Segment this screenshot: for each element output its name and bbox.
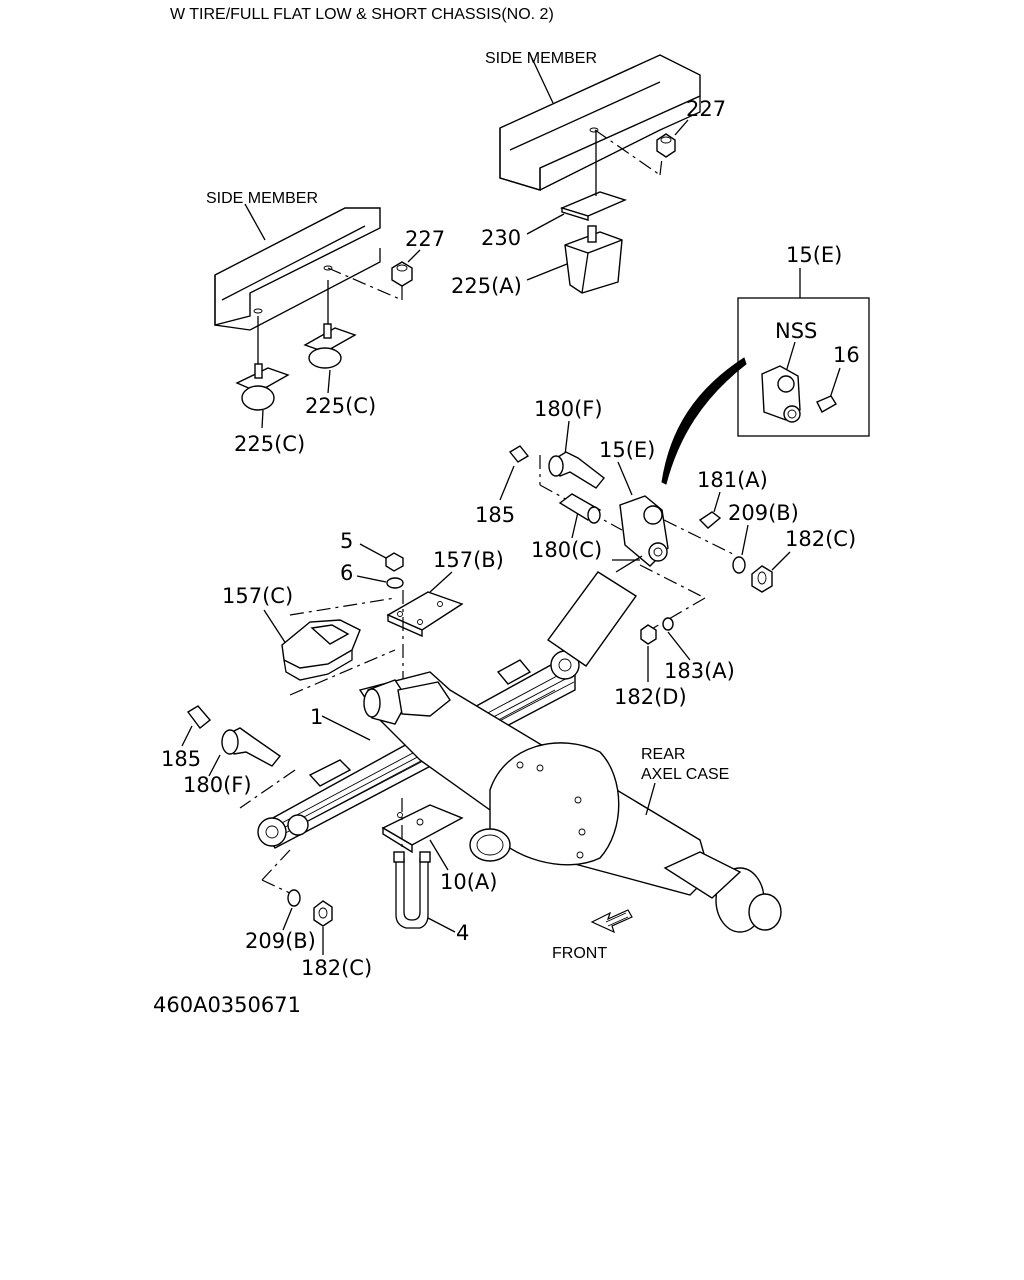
nut-227-right [656, 133, 676, 158]
rear-axel-case-label-2: AXEL CASE [641, 766, 729, 783]
rear-axel-case-label-1: REAR [641, 746, 685, 763]
figure-code: 460A0350671 [153, 993, 301, 1017]
bolt-180f-upper [548, 451, 605, 489]
callout-10a: 10(A) [440, 870, 497, 894]
shackle-link [547, 555, 643, 667]
callout-180f-lower: 180(F) [183, 773, 252, 797]
callout-5: 5 [340, 529, 353, 553]
nut-5 [385, 552, 404, 572]
callout-230: 230 [481, 226, 521, 250]
washer-6 [386, 577, 404, 589]
nut-182d [640, 624, 657, 645]
grease-nipple-185-lower [186, 705, 212, 729]
callout-182c-upper: 182(C) [785, 527, 856, 551]
nut-182c-lower [313, 900, 333, 927]
plate-10a [381, 804, 464, 854]
side-member-right-label: SIDE MEMBER [485, 50, 597, 67]
nut-227-left [391, 261, 413, 287]
shackle-15e [619, 495, 669, 567]
shackle-detail [761, 365, 837, 423]
callout-225c-lower: 225(C) [234, 432, 305, 456]
side-member-right [499, 53, 701, 199]
callout-225a: 225(A) [451, 274, 522, 298]
detail-leader-arrow [661, 357, 747, 485]
callout-157b: 157(B) [433, 548, 504, 572]
callout-16: 16 [833, 343, 860, 367]
bolt-180f-lower [221, 727, 282, 767]
washer-209b-upper [732, 556, 746, 574]
side-member-left-label: SIDE MEMBER [206, 190, 318, 207]
callout-180f-upper: 180(F) [534, 397, 603, 421]
callout-15e: 15(E) [599, 438, 655, 462]
callout-209b-upper: 209(B) [728, 501, 799, 525]
callout-1: 1 [310, 705, 323, 729]
diagram-title: W TIRE/FULL FLAT LOW & SHORT CHASSIS(NO.… [170, 6, 554, 23]
callout-182d: 182(D) [614, 685, 687, 709]
u-bolt-4 [393, 851, 431, 929]
callout-225c-upper: 225(C) [305, 394, 376, 418]
spacer-157c [281, 619, 361, 681]
callout-227-right: 227 [686, 97, 726, 121]
grease-nipple-181a [698, 511, 722, 529]
callout-185-upper: 185 [475, 503, 515, 527]
stopper-225c-upper [303, 323, 357, 369]
grease-nipple-185-upper [508, 445, 530, 463]
front-label: FRONT [552, 945, 607, 962]
nss-label: NSS [775, 319, 817, 343]
callout-185-lower: 185 [161, 747, 201, 771]
callout-157c: 157(C) [222, 584, 293, 608]
callout-183a: 183(A) [664, 659, 735, 683]
plate-157b [386, 591, 464, 638]
shim-230 [559, 191, 627, 221]
callout-181a: 181(A) [697, 468, 768, 492]
callout-227-left: 227 [405, 227, 445, 251]
callout-180c: 180(C) [531, 538, 602, 562]
callout-4: 4 [456, 921, 469, 945]
nut-182c-upper [751, 565, 773, 593]
stopper-225c-lower [235, 363, 290, 411]
callout-182c-lower: 182(C) [301, 956, 372, 980]
side-member-left [214, 203, 381, 331]
bushing-180c [558, 493, 602, 524]
rear-axle-case [358, 671, 782, 933]
callout-6: 6 [340, 561, 353, 585]
callout-209b-lower: 209(B) [245, 929, 316, 953]
washer-209b-lower [287, 889, 301, 907]
washer-183a [662, 617, 674, 631]
stopper-225a [564, 225, 623, 294]
front-arrow-icon [590, 909, 633, 934]
callout-15e-box: 15(E) [786, 243, 842, 267]
